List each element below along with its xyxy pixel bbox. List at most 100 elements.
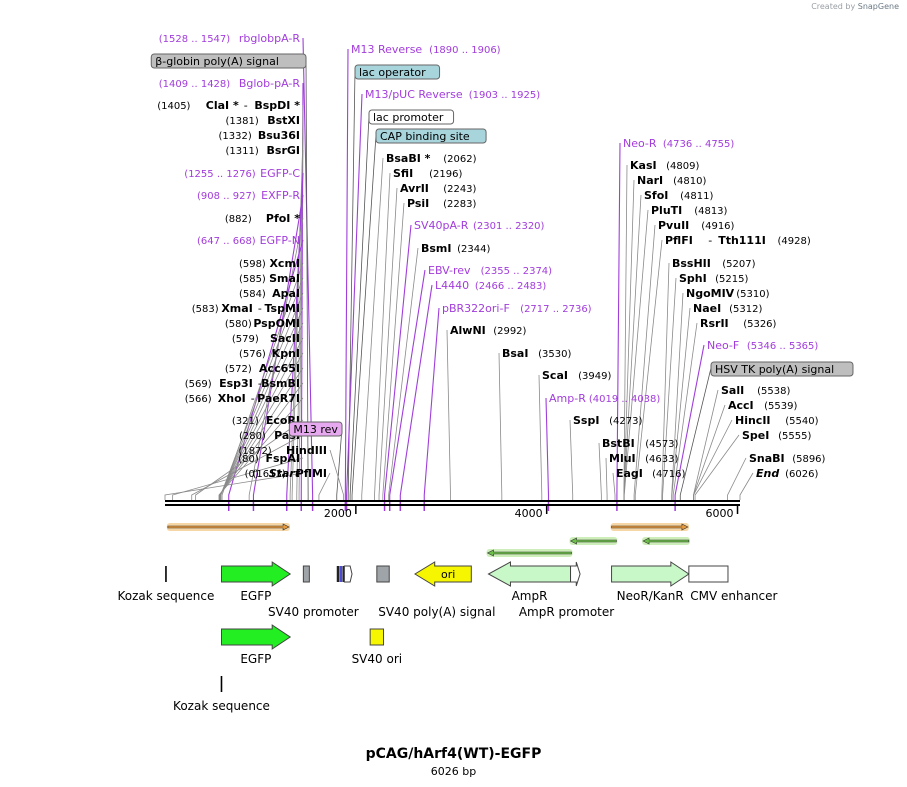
feature-neor-kanr[interactable]: NeoR/KanR: [611, 561, 690, 603]
site-label-globin-poly-a-signal[interactable]: β-globin poly(A) signal: [150, 53, 307, 69]
feature-row-3[interactable]: Kozak sequence: [173, 676, 270, 713]
feature-ori[interactable]: ori: [414, 561, 472, 587]
site-label-m13-reverse[interactable]: M13 Reverse(1890 .. 1906): [351, 43, 501, 56]
site-label-bsmi[interactable]: BsmI(2344): [421, 242, 491, 255]
site-label-start[interactable]: Start(0): [245, 467, 301, 480]
site-label-lac-operator[interactable]: lac operator: [354, 64, 441, 80]
site-label-l4440[interactable]: L4440(2466 .. 2483): [435, 279, 546, 292]
site-label-sfoi[interactable]: SfoI(4811): [644, 189, 714, 202]
feature-box[interactable]: [369, 628, 385, 646]
site-label-sphi[interactable]: SphI(5215): [679, 272, 749, 285]
feature-cmv-enhancer[interactable]: CMV enhancer: [688, 565, 778, 603]
site-label-bglob-pa-r[interactable]: Bglob-pA-R(1409 .. 1428): [159, 77, 301, 90]
site-label-naei[interactable]: NaeI(5312): [693, 302, 763, 315]
site-label-bsu36i[interactable]: Bsu36I(1332): [218, 129, 300, 142]
site-label-bstbi[interactable]: BstBI(4573): [602, 437, 679, 450]
site-label-acci[interactable]: AccI(5539): [728, 399, 798, 412]
feature-kozak-sequence[interactable]: Kozak sequence: [118, 566, 215, 603]
feature-kozak-sequence[interactable]: Kozak sequence: [173, 676, 270, 713]
orf-arrow[interactable]: [569, 537, 617, 545]
site-label-pspomi[interactable]: PspOMI(580): [225, 317, 300, 330]
feature-arrow[interactable]: [220, 624, 292, 650]
feature-tag-box[interactable]: [150, 53, 307, 69]
site-label-esp3i[interactable]: BsmBI-Esp3I(569): [185, 377, 300, 390]
site-label-snabi[interactable]: SnaBI(5896): [749, 452, 826, 465]
site-label-pflmi[interactable]: PflMI(1613): [253, 467, 327, 480]
site-label-clai[interactable]: BspDI *-ClaI *(1405): [157, 99, 300, 112]
site-label-egfp-n[interactable]: EGFP-N(647 .. 668): [197, 234, 300, 247]
site-label-exfp-r[interactable]: EXFP-R(908 .. 927): [197, 189, 300, 202]
site-label-pluti[interactable]: PluTI(4813): [651, 204, 728, 217]
site-label-nari[interactable]: NarI(4810): [637, 174, 707, 187]
feature-sv40-ori[interactable]: SV40 ori: [352, 628, 403, 666]
site-label-alwni[interactable]: AlwNI(2992): [450, 324, 527, 337]
site-label-m13-puc-reverse[interactable]: M13/pUC Reverse(1903 .. 1925): [365, 88, 540, 101]
feature-arrow[interactable]: [220, 561, 292, 587]
feature-egfp[interactable]: EGFP: [220, 624, 292, 666]
feature-arrow[interactable]: [570, 561, 581, 587]
site-label-xcmi[interactable]: XcmI(598): [239, 257, 300, 270]
site-label-scai[interactable]: ScaI(3949): [542, 369, 612, 382]
feature-sv40-poly-a-signal[interactable]: SV40 poly(A) signal: [376, 565, 496, 619]
site-label-neo-f[interactable]: Neo-F(5346 .. 5365): [707, 339, 818, 352]
site-label-sali[interactable]: SalI(5538): [721, 384, 791, 397]
feature-box[interactable]: [376, 565, 390, 583]
site-label-kpni[interactable]: KpnI(576): [239, 347, 300, 360]
site-label-hindiii[interactable]: HindIII(1872): [238, 444, 327, 457]
feature-sv40-promoter[interactable]: SV40 promoter: [268, 565, 359, 619]
feature-box[interactable]: [688, 565, 729, 583]
feature-tag-box[interactable]: [375, 128, 487, 144]
feature-ampr-promoter[interactable]: AmpR promoter: [519, 561, 614, 619]
site-label-mlui[interactable]: MluI(4633): [609, 452, 679, 465]
site-label-egfp-c[interactable]: EGFP-C(1255 .. 1276): [184, 167, 300, 180]
feature-tag-box[interactable]: [354, 64, 441, 80]
site-label-fspai[interactable]: FspAI(80): [238, 452, 300, 465]
site-label-bsrgi[interactable]: BsrGI(1311): [226, 144, 300, 157]
orf-arrow[interactable]: [486, 549, 572, 557]
site-label-eagi[interactable]: EagI(4716): [616, 467, 686, 480]
feature-box[interactable]: [302, 565, 310, 583]
site-label-sacii[interactable]: SacII(579): [232, 332, 300, 345]
site-label-lac-promoter[interactable]: lac promoter: [368, 109, 455, 125]
site-label-sfii[interactable]: SfiI(2196): [393, 167, 463, 180]
site-label-bsai[interactable]: BsaI(3530): [502, 347, 572, 360]
feature-arrow[interactable]: [611, 561, 690, 587]
site-label-xhoi[interactable]: PaeR7I-XhoI(566): [185, 392, 300, 405]
feature-arrow[interactable]: [414, 561, 472, 587]
site-label-psii[interactable]: PsiI(2283): [407, 197, 477, 210]
site-label-acc65i[interactable]: Acc65I(572): [225, 362, 300, 375]
feature-egfp[interactable]: EGFP: [220, 561, 292, 603]
site-label-bsshii[interactable]: BssHII(5207): [672, 257, 756, 270]
site-label-hincii[interactable]: HincII(5540): [735, 414, 819, 427]
site-label-sv40pa-r[interactable]: SV40pA-R(2301 .. 2320): [414, 219, 545, 232]
site-label-ebv-rev[interactable]: EBV-rev(2355 .. 2374): [428, 264, 552, 277]
feature-tag-box[interactable]: [288, 421, 343, 437]
orf-arrow[interactable]: [611, 523, 689, 531]
lac-promoter-arrow[interactable]: [343, 565, 353, 583]
site-label-smai[interactable]: SmaI(585): [239, 272, 300, 285]
site-label-kasi[interactable]: KasI(4809): [630, 159, 700, 172]
site-label-cap-binding-site[interactable]: CAP binding site: [375, 128, 487, 144]
site-label-rsrii[interactable]: RsrII(5326): [700, 317, 777, 330]
site-label-bstxi[interactable]: BstXI(1381): [226, 114, 300, 127]
site-label-end[interactable]: End(6026): [756, 467, 818, 480]
site-label-pbr322ori-f[interactable]: pBR322ori-F(2717 .. 2736): [442, 302, 592, 315]
site-label-neo-r[interactable]: Neo-R(4736 .. 4755): [623, 137, 734, 150]
site-label-pflfi[interactable]: PflFI-Tth111I(4928): [665, 234, 811, 247]
site-label-m13-rev[interactable]: M13 rev: [288, 421, 343, 437]
site-labels[interactable]: rbglobpA-R(1528 .. 1547) β-globin poly(A)…: [150, 32, 854, 480]
feature-tag-box[interactable]: [710, 361, 854, 377]
site-label-hsv-tk-poly-a-signal[interactable]: HSV TK poly(A) signal: [710, 361, 854, 377]
site-label-avrii[interactable]: AvrII(2243): [400, 182, 477, 195]
site-label-xmai[interactable]: TspMI-XmaI(583): [192, 302, 300, 315]
site-label-bsabi[interactable]: BsaBI *(2062): [386, 152, 477, 165]
feature-arrow[interactable]: [487, 561, 572, 587]
site-label-pfoi[interactable]: PfoI *(882): [225, 212, 300, 225]
feature-row-2[interactable]: EGFP SV40 ori: [220, 624, 403, 666]
site-label-spei[interactable]: SpeI(5555): [742, 429, 812, 442]
site-label-rbglobpa-r[interactable]: rbglobpA-R(1528 .. 1547): [159, 32, 301, 45]
site-label-pvuii[interactable]: PvuII(4916): [658, 219, 735, 232]
